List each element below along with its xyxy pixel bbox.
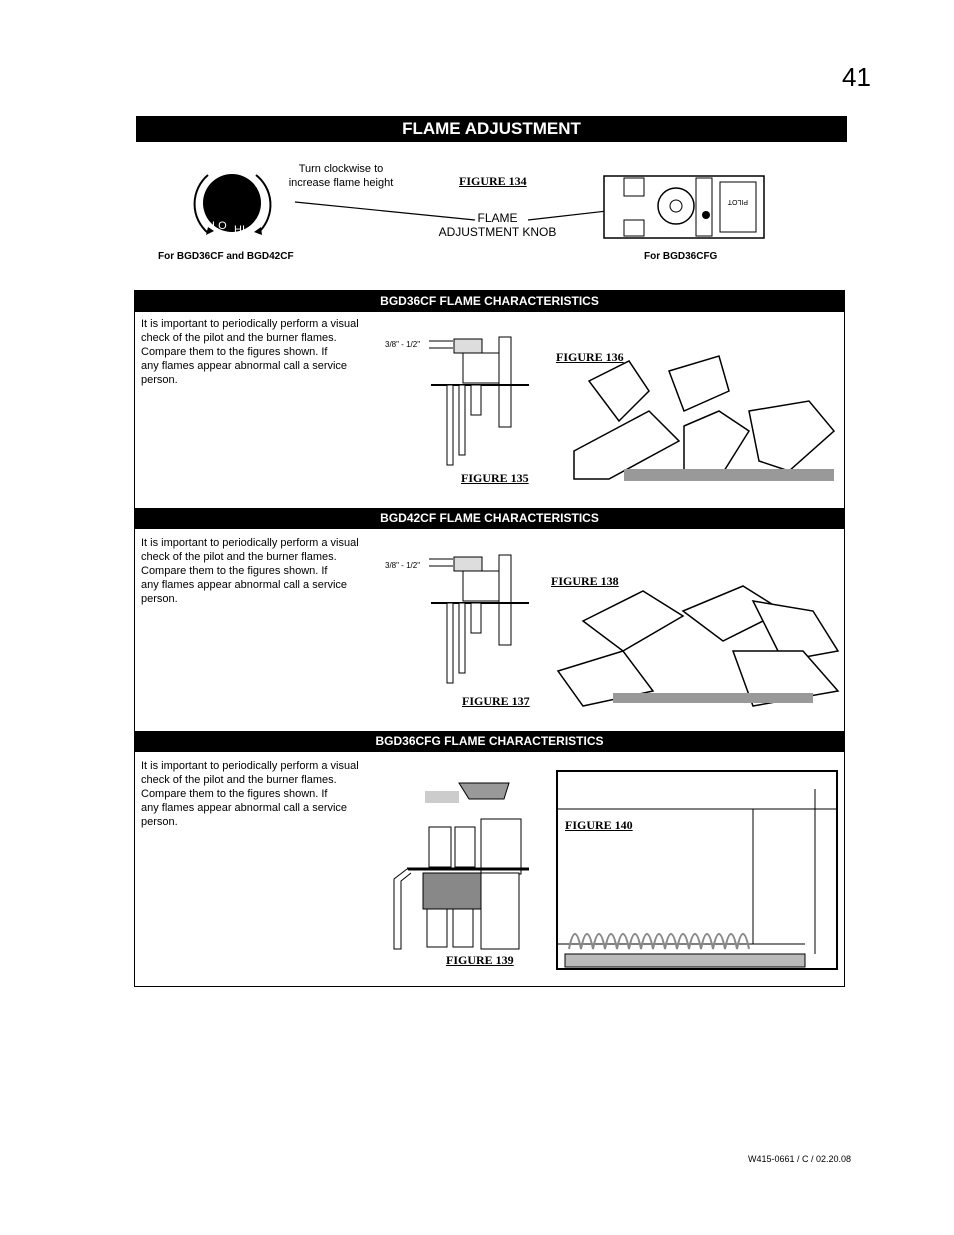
section-text-bgd42cf: It is important to periodically perform …: [141, 537, 359, 605]
flame-characteristics-frame: BGD36CF FLAME CHARACTERISTICS It is impo…: [134, 290, 845, 987]
section-text-bgd36cfg: It is important to periodically perform …: [141, 760, 359, 828]
flame-knob-icon: LO HI: [193, 174, 272, 236]
pilot-dimension-label: 3/8" - 1/2": [385, 340, 421, 349]
section-header-bgd42cf: BGD42CF FLAME CHARACTERISTICS: [135, 508, 844, 529]
section-header-bgd36cf: BGD36CF FLAME CHARACTERISTICS: [135, 291, 844, 312]
page-title: FLAME ADJUSTMENT: [136, 116, 847, 142]
valve-pilot-label: PILOT: [727, 198, 748, 205]
glass-burner-enclosure-icon: [556, 770, 838, 970]
knob-instruction: Turn clockwise to increase flame height: [288, 163, 394, 189]
section-header-bgd36cfg: BGD36CFG FLAME CHARACTERISTICS: [135, 731, 844, 752]
pilot-assembly-icon: [429, 336, 529, 466]
caption-bgd36cf-bgd42cf: For BGD36CF and BGD42CF: [158, 251, 294, 262]
knob-lo-label: LO: [212, 220, 227, 232]
flame-adjustment-knob-callout: FLAME ADJUSTMENT KNOB: [438, 211, 557, 239]
figure-139-label: FIGURE 139: [446, 953, 514, 967]
page-number: 41: [842, 62, 871, 92]
gas-valve-icon: PILOT: [603, 175, 765, 239]
figure-140-label: FIGURE 140: [565, 818, 633, 832]
section-text-bgd36cf: It is important to periodically perform …: [141, 318, 359, 386]
pilot-burner-assembly-icon: [393, 782, 529, 950]
figure-135-label: FIGURE 135: [461, 471, 529, 485]
document-footer: W415-0661 / C / 02.20.08: [748, 1154, 852, 1164]
figure-136-label: FIGURE 136: [556, 350, 624, 364]
figure-134-label: FIGURE 134: [459, 174, 527, 188]
log-set-icon: [573, 355, 836, 481]
pilot-dimension-label: 3/8" - 1/2": [385, 561, 421, 570]
figure-138-label: FIGURE 138: [551, 574, 619, 588]
leader-lines: [294, 201, 643, 221]
figure-137-label: FIGURE 137: [462, 694, 530, 708]
pilot-assembly-icon: [429, 554, 529, 684]
log-set-icon: [556, 585, 840, 707]
caption-bgd36cfg: For BGD36CFG: [644, 251, 718, 262]
knob-hi-label: HI: [234, 224, 245, 236]
